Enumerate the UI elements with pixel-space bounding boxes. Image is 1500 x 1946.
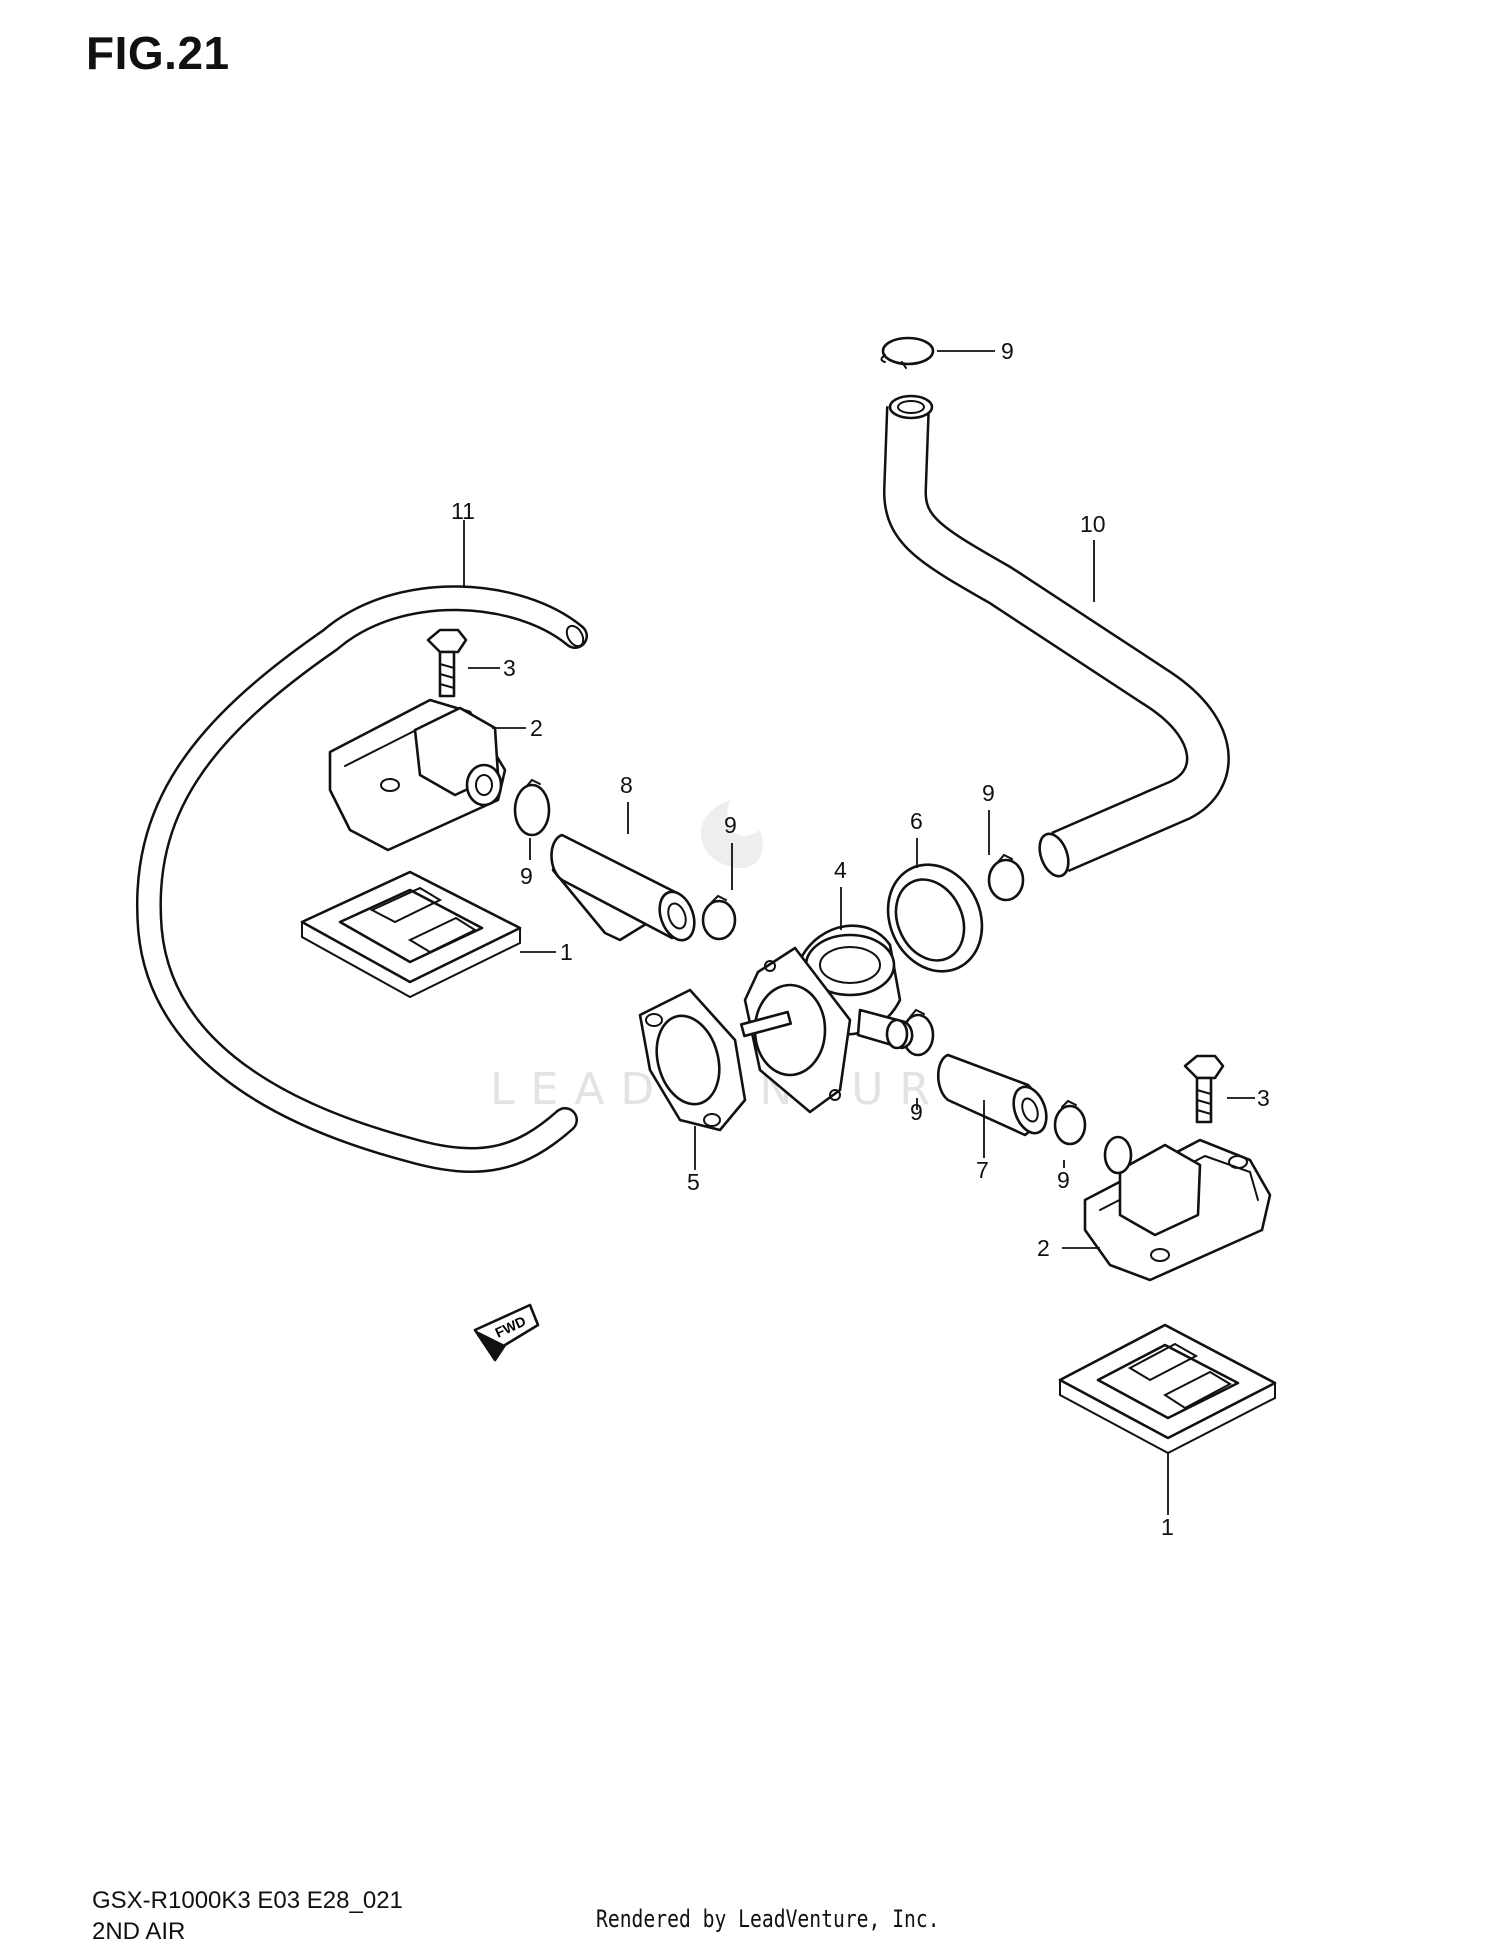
part-5-flange	[638, 988, 747, 1132]
part-6-seal	[886, 863, 984, 973]
figure-title: FIG.21	[86, 27, 230, 79]
callout-9: 9	[910, 1099, 923, 1125]
part-1-reed-lower	[1058, 1323, 1277, 1455]
leader-lines	[463, 350, 1255, 1515]
callout-9: 9	[520, 863, 533, 889]
clamp-9-c	[987, 853, 1025, 902]
section-name: 2ND AIR	[92, 1918, 186, 1945]
diagram-code: GSX-R1000K3 E03 E28_021	[92, 1887, 403, 1914]
callout-2: 2	[1037, 1235, 1050, 1261]
part-2-cover-upper	[328, 698, 507, 852]
part-3-bolt-upper	[426, 628, 468, 698]
clamp-9-top	[880, 336, 935, 369]
callout-9: 9	[1057, 1167, 1070, 1193]
part-3-bolt-lower	[1183, 1054, 1225, 1124]
part-10-hose	[883, 394, 1230, 878]
callout-labels: 9 11 10 3 2 8 9 6 9 9 4 1 9 3 5 7 9 2 1	[451, 338, 1270, 1540]
callout-3: 3	[503, 655, 516, 681]
part-2-cover-lower	[1083, 1135, 1272, 1282]
part-1-reed-upper	[300, 870, 522, 999]
clamp-9-b	[701, 894, 737, 941]
callout-4: 4	[834, 857, 847, 883]
callout-9: 9	[982, 780, 995, 806]
part-7-short-hose	[936, 1053, 1048, 1137]
callout-1: 1	[560, 939, 573, 965]
callout-9: 9	[724, 812, 737, 838]
clamp-9-e	[1053, 1099, 1087, 1146]
forward-direction-arrow: FWD	[473, 1303, 540, 1362]
callout-2: 2	[530, 715, 543, 741]
callout-1: 1	[1161, 1514, 1174, 1540]
part-4-air-valve	[739, 924, 914, 1114]
callout-8: 8	[620, 772, 633, 798]
rendered-by-credit: Rendered by LeadVenture, Inc.	[596, 1905, 940, 1933]
callout-10: 10	[1080, 511, 1106, 537]
callout-9: 9	[1001, 338, 1014, 364]
callout-7: 7	[976, 1157, 989, 1183]
callout-5: 5	[687, 1169, 700, 1195]
part-8-short-hose	[550, 833, 696, 942]
callout-6: 6	[910, 808, 923, 834]
clamp-9-a	[513, 778, 551, 837]
callout-3: 3	[1257, 1085, 1270, 1111]
callout-11: 11	[451, 498, 475, 524]
part-11-hose	[136, 585, 588, 1173]
